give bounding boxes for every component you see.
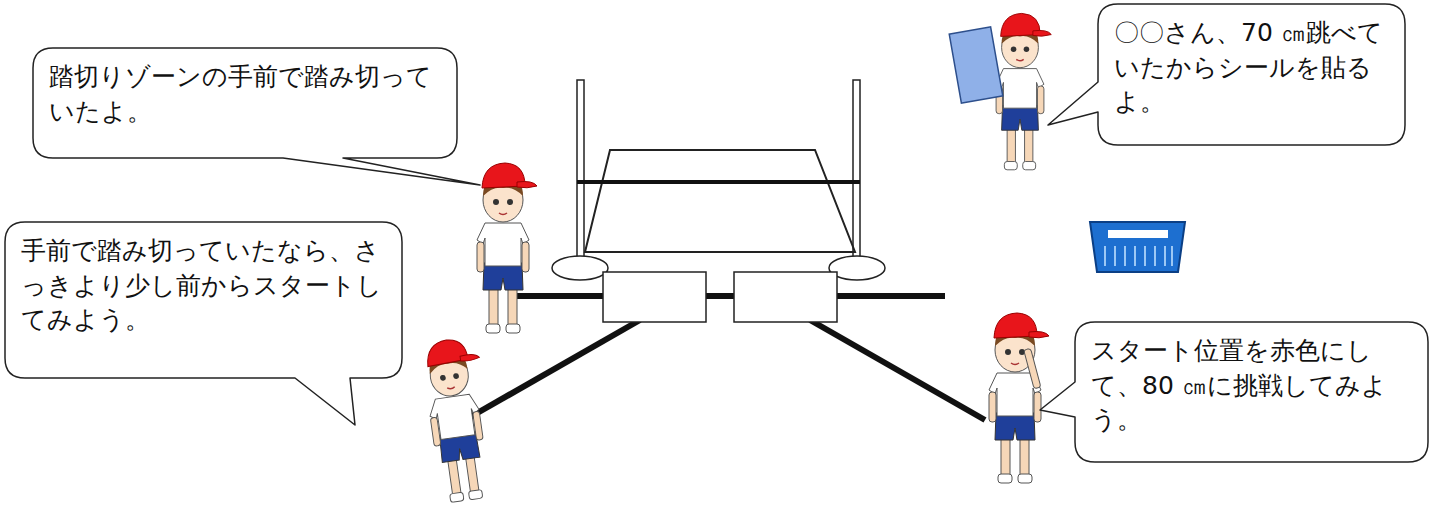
- bubble-text: 手前で踏み切っていたなら、さっきより少し前からスタートしてみよう。: [5, 222, 402, 350]
- bubble-path: [1040, 322, 1428, 462]
- speech-bubble: 手前で踏み切っていたなら、さっきより少し前からスタートしてみよう。: [5, 222, 402, 378]
- bubble-text: スタート位置を赤色にして、80 ㎝に挑戦してみよう。: [1075, 322, 1428, 450]
- speech-bubble: 踏切りゾーンの手前で踏み切っていたよ。: [33, 48, 457, 158]
- bubble-text: 踏切りゾーンの手前で踏み切っていたよ。: [33, 48, 457, 141]
- bubble-path: [5, 222, 402, 425]
- speech-bubble: 〇〇さん、70 ㎝跳べていたからシールを貼るよ。: [1098, 4, 1405, 145]
- bubble-path: [33, 48, 480, 185]
- speech-bubble: スタート位置を赤色にして、80 ㎝に挑戦してみよう。: [1075, 322, 1428, 462]
- bubble-text: 〇〇さん、70 ㎝跳べていたからシールを貼るよ。: [1098, 4, 1405, 132]
- bubble-path: [1048, 4, 1405, 145]
